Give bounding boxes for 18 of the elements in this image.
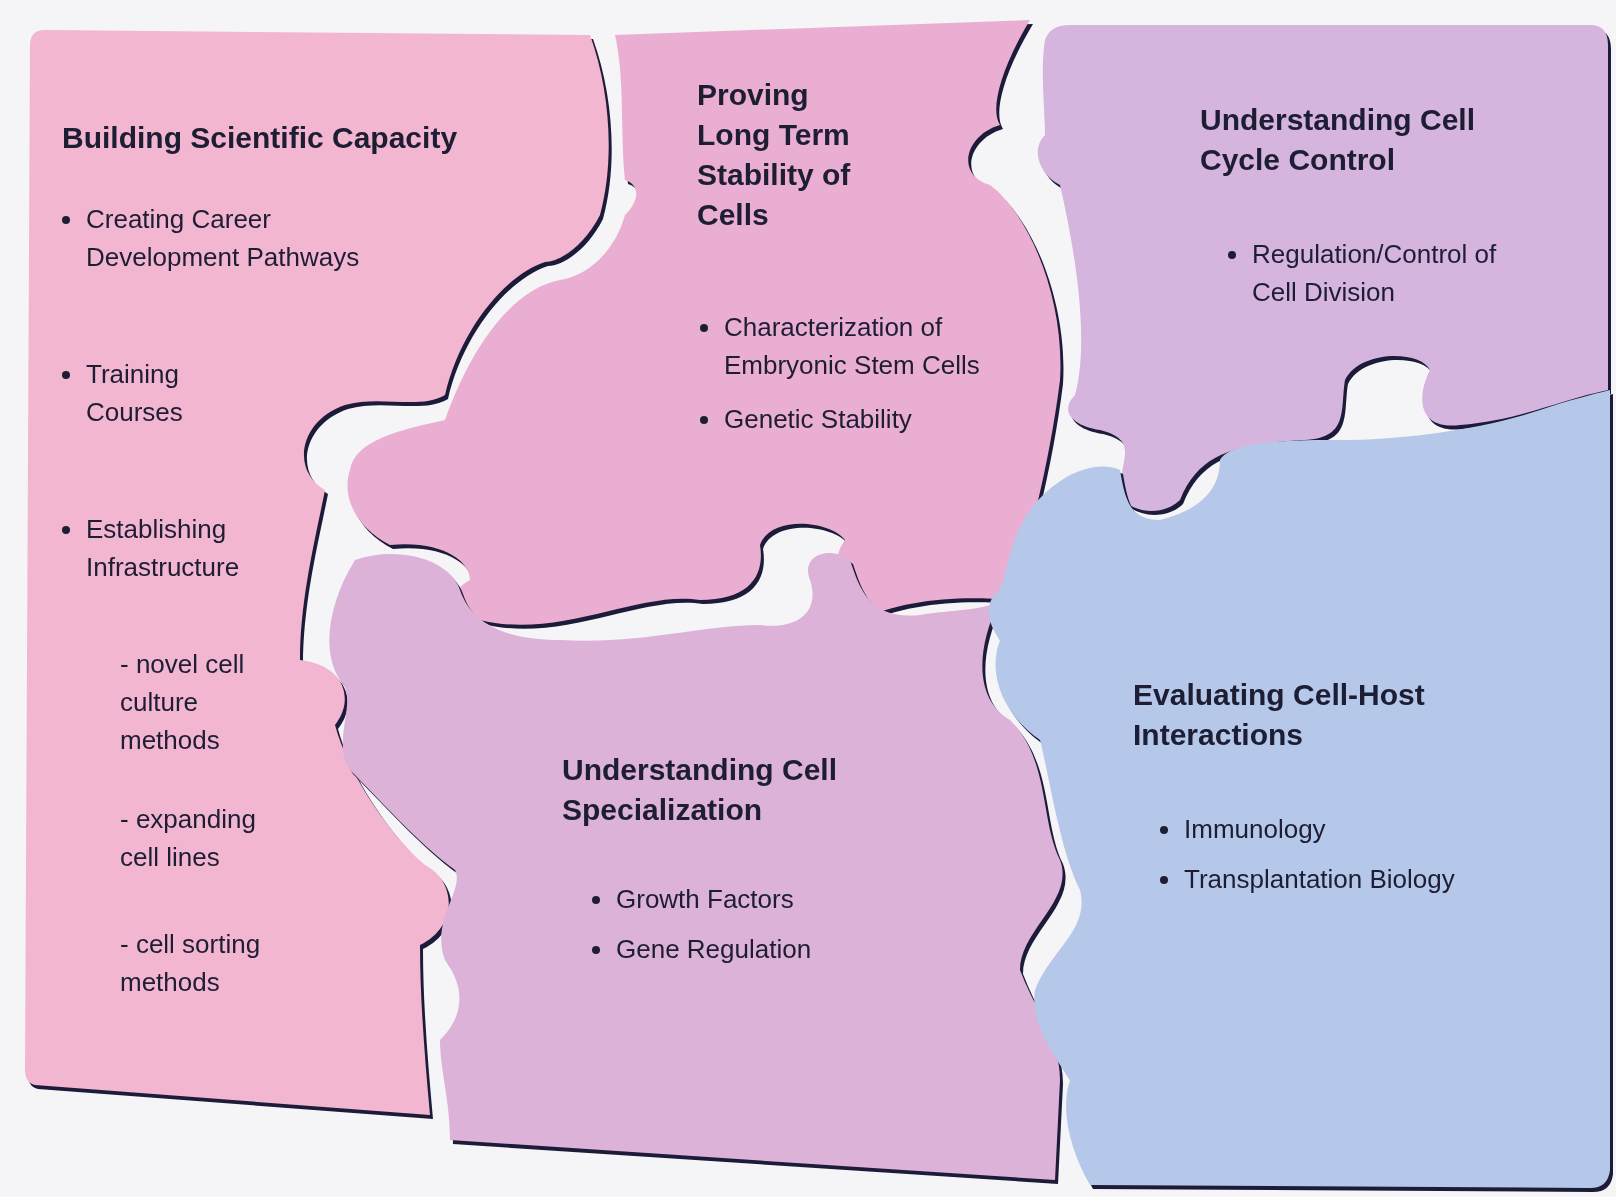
bullet-item: Characterization of Embryonic Stem Cells: [724, 311, 981, 382]
sub-item: - expanding cell lines: [120, 803, 257, 874]
bullet-item: Creating Career Development Pathways: [86, 203, 361, 274]
piece-heading: Proving Long Term Stability of Cells: [697, 77, 852, 233]
piece-heading: Evaluating Cell-Host Interactions: [1133, 677, 1426, 753]
bullet-item: Establishing Infrastructure: [86, 513, 241, 584]
sub-item: - cell sorting methods: [120, 928, 262, 999]
sub-item: - novel cell culture methods: [120, 648, 246, 757]
bullet-item: Genetic Stability: [724, 403, 913, 436]
bullet-item: Training Courses: [86, 358, 184, 429]
piece-heading: Building Scientific Capacity: [62, 120, 459, 156]
piece-heading: Understanding Cell Cycle Control: [1200, 102, 1477, 178]
bullet-item: Gene Regulation: [616, 933, 813, 966]
bullet-item: Transplantation Biology: [1184, 863, 1456, 896]
bullet-item: Growth Factors: [616, 883, 795, 916]
bullet-item: Immunology: [1184, 813, 1327, 846]
piece-heading: Understanding Cell Specialization: [562, 752, 839, 828]
bullet-item: Regulation/Control of Cell Division: [1252, 238, 1498, 309]
